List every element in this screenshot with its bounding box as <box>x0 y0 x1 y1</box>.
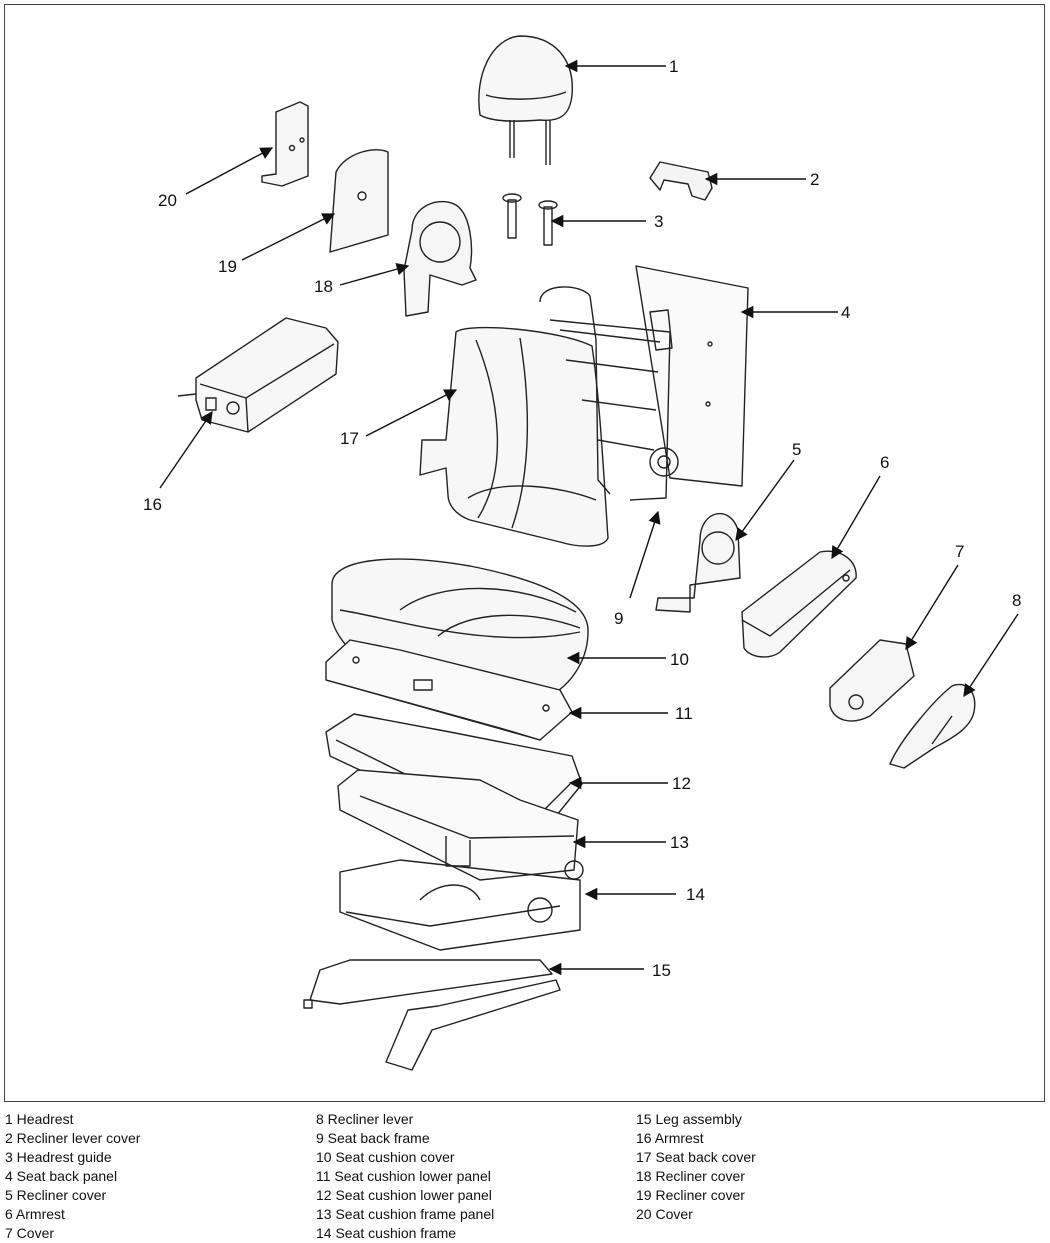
callout-11: 11 <box>675 704 693 723</box>
seat-cushion-lower-panel-part-11 <box>325 639 573 741</box>
legend-item: 4 Seat back panel <box>5 1168 118 1184</box>
callout-8: 8 <box>1012 591 1021 610</box>
legend-item: 15 Leg assembly <box>636 1111 742 1127</box>
callout-13: 13 <box>670 833 689 852</box>
recliner-cover-part-19 <box>329 149 389 253</box>
callout-7: 7 <box>955 542 964 561</box>
legend-item: 17 Seat back cover <box>636 1149 756 1165</box>
legend-item: 2 Recliner lever cover <box>5 1130 141 1146</box>
seat-back-frame-part <box>539 286 679 501</box>
callout-17: 17 <box>340 429 359 448</box>
recliner-cover-part-5 <box>655 512 741 613</box>
seat-exploded-diagram: 1 2 3 4 5 6 7 8 9 10 11 12 13 14 15 16 1… <box>143 35 1021 1071</box>
headrest-guide-part <box>502 193 558 246</box>
callout-6: 6 <box>880 453 889 472</box>
recliner-lever-part <box>889 683 976 769</box>
callout-12: 12 <box>672 774 691 793</box>
legend-item: 6 Armrest <box>5 1206 65 1222</box>
armrest-part-6 <box>741 550 857 658</box>
legend-item: 12 Seat cushion lower panel <box>316 1187 492 1203</box>
callout-4: 4 <box>841 303 850 322</box>
legend-item: 13 Seat cushion frame panel <box>316 1206 495 1222</box>
legend-column-3: 15 Leg assembly 16 Armrest 17 Seat back … <box>636 1110 756 1224</box>
legend-item: 5 Recliner cover <box>5 1187 107 1203</box>
legend-column-2: 8 Recliner lever 9 Seat back frame 10 Se… <box>316 1110 494 1243</box>
legend-item: 11 Seat cushion lower panel <box>316 1168 491 1184</box>
leg-assembly-part <box>303 959 561 1071</box>
seat-back-panel-part <box>635 265 749 487</box>
callout-9: 9 <box>614 609 623 628</box>
recliner-cover-part-18 <box>403 200 477 317</box>
recliner-lever-cover-part <box>649 161 713 201</box>
callout-1: 1 <box>669 57 678 76</box>
legend-item: 1 Headrest <box>5 1111 74 1127</box>
legend-item: 20 Cover <box>636 1206 693 1222</box>
callout-3: 3 <box>654 212 663 231</box>
callout-16: 16 <box>143 495 162 514</box>
callout-5: 5 <box>792 440 801 459</box>
cover-part-7 <box>829 639 915 722</box>
cover-part-20 <box>261 101 309 187</box>
legend-item: 3 Headrest guide <box>5 1149 112 1165</box>
seat-cushion-frame-panel-part <box>337 769 579 881</box>
armrest-part-16 <box>177 317 339 433</box>
legend-item: 18 Recliner cover <box>636 1168 745 1184</box>
seat-back-cover-part <box>419 326 609 547</box>
legend-item: 14 Seat cushion frame <box>316 1225 457 1241</box>
legend-column-1: 1 Headrest 2 Recliner lever cover 3 Head… <box>5 1110 140 1243</box>
legend-item: 19 Recliner cover <box>636 1187 745 1203</box>
legend-item: 7 Cover <box>5 1225 55 1241</box>
callout-19: 19 <box>218 257 237 276</box>
callout-18: 18 <box>314 277 333 296</box>
seat-cushion-frame-part <box>339 859 584 951</box>
legend-item: 10 Seat cushion cover <box>316 1149 455 1165</box>
diagram-frame <box>4 4 1045 1102</box>
callout-10: 10 <box>670 650 689 669</box>
headrest-part <box>478 35 573 165</box>
callout-2: 2 <box>810 170 819 189</box>
legend-item: 9 Seat back frame <box>316 1130 430 1146</box>
callout-15: 15 <box>652 961 671 980</box>
callout-20: 20 <box>158 191 177 210</box>
callout-14: 14 <box>686 885 705 904</box>
parts-legend: 1 Headrest 2 Recliner lever cover 3 Head… <box>5 1110 1045 1243</box>
legend-item: 16 Armrest <box>636 1130 704 1146</box>
legend-item: 8 Recliner lever <box>316 1111 414 1127</box>
